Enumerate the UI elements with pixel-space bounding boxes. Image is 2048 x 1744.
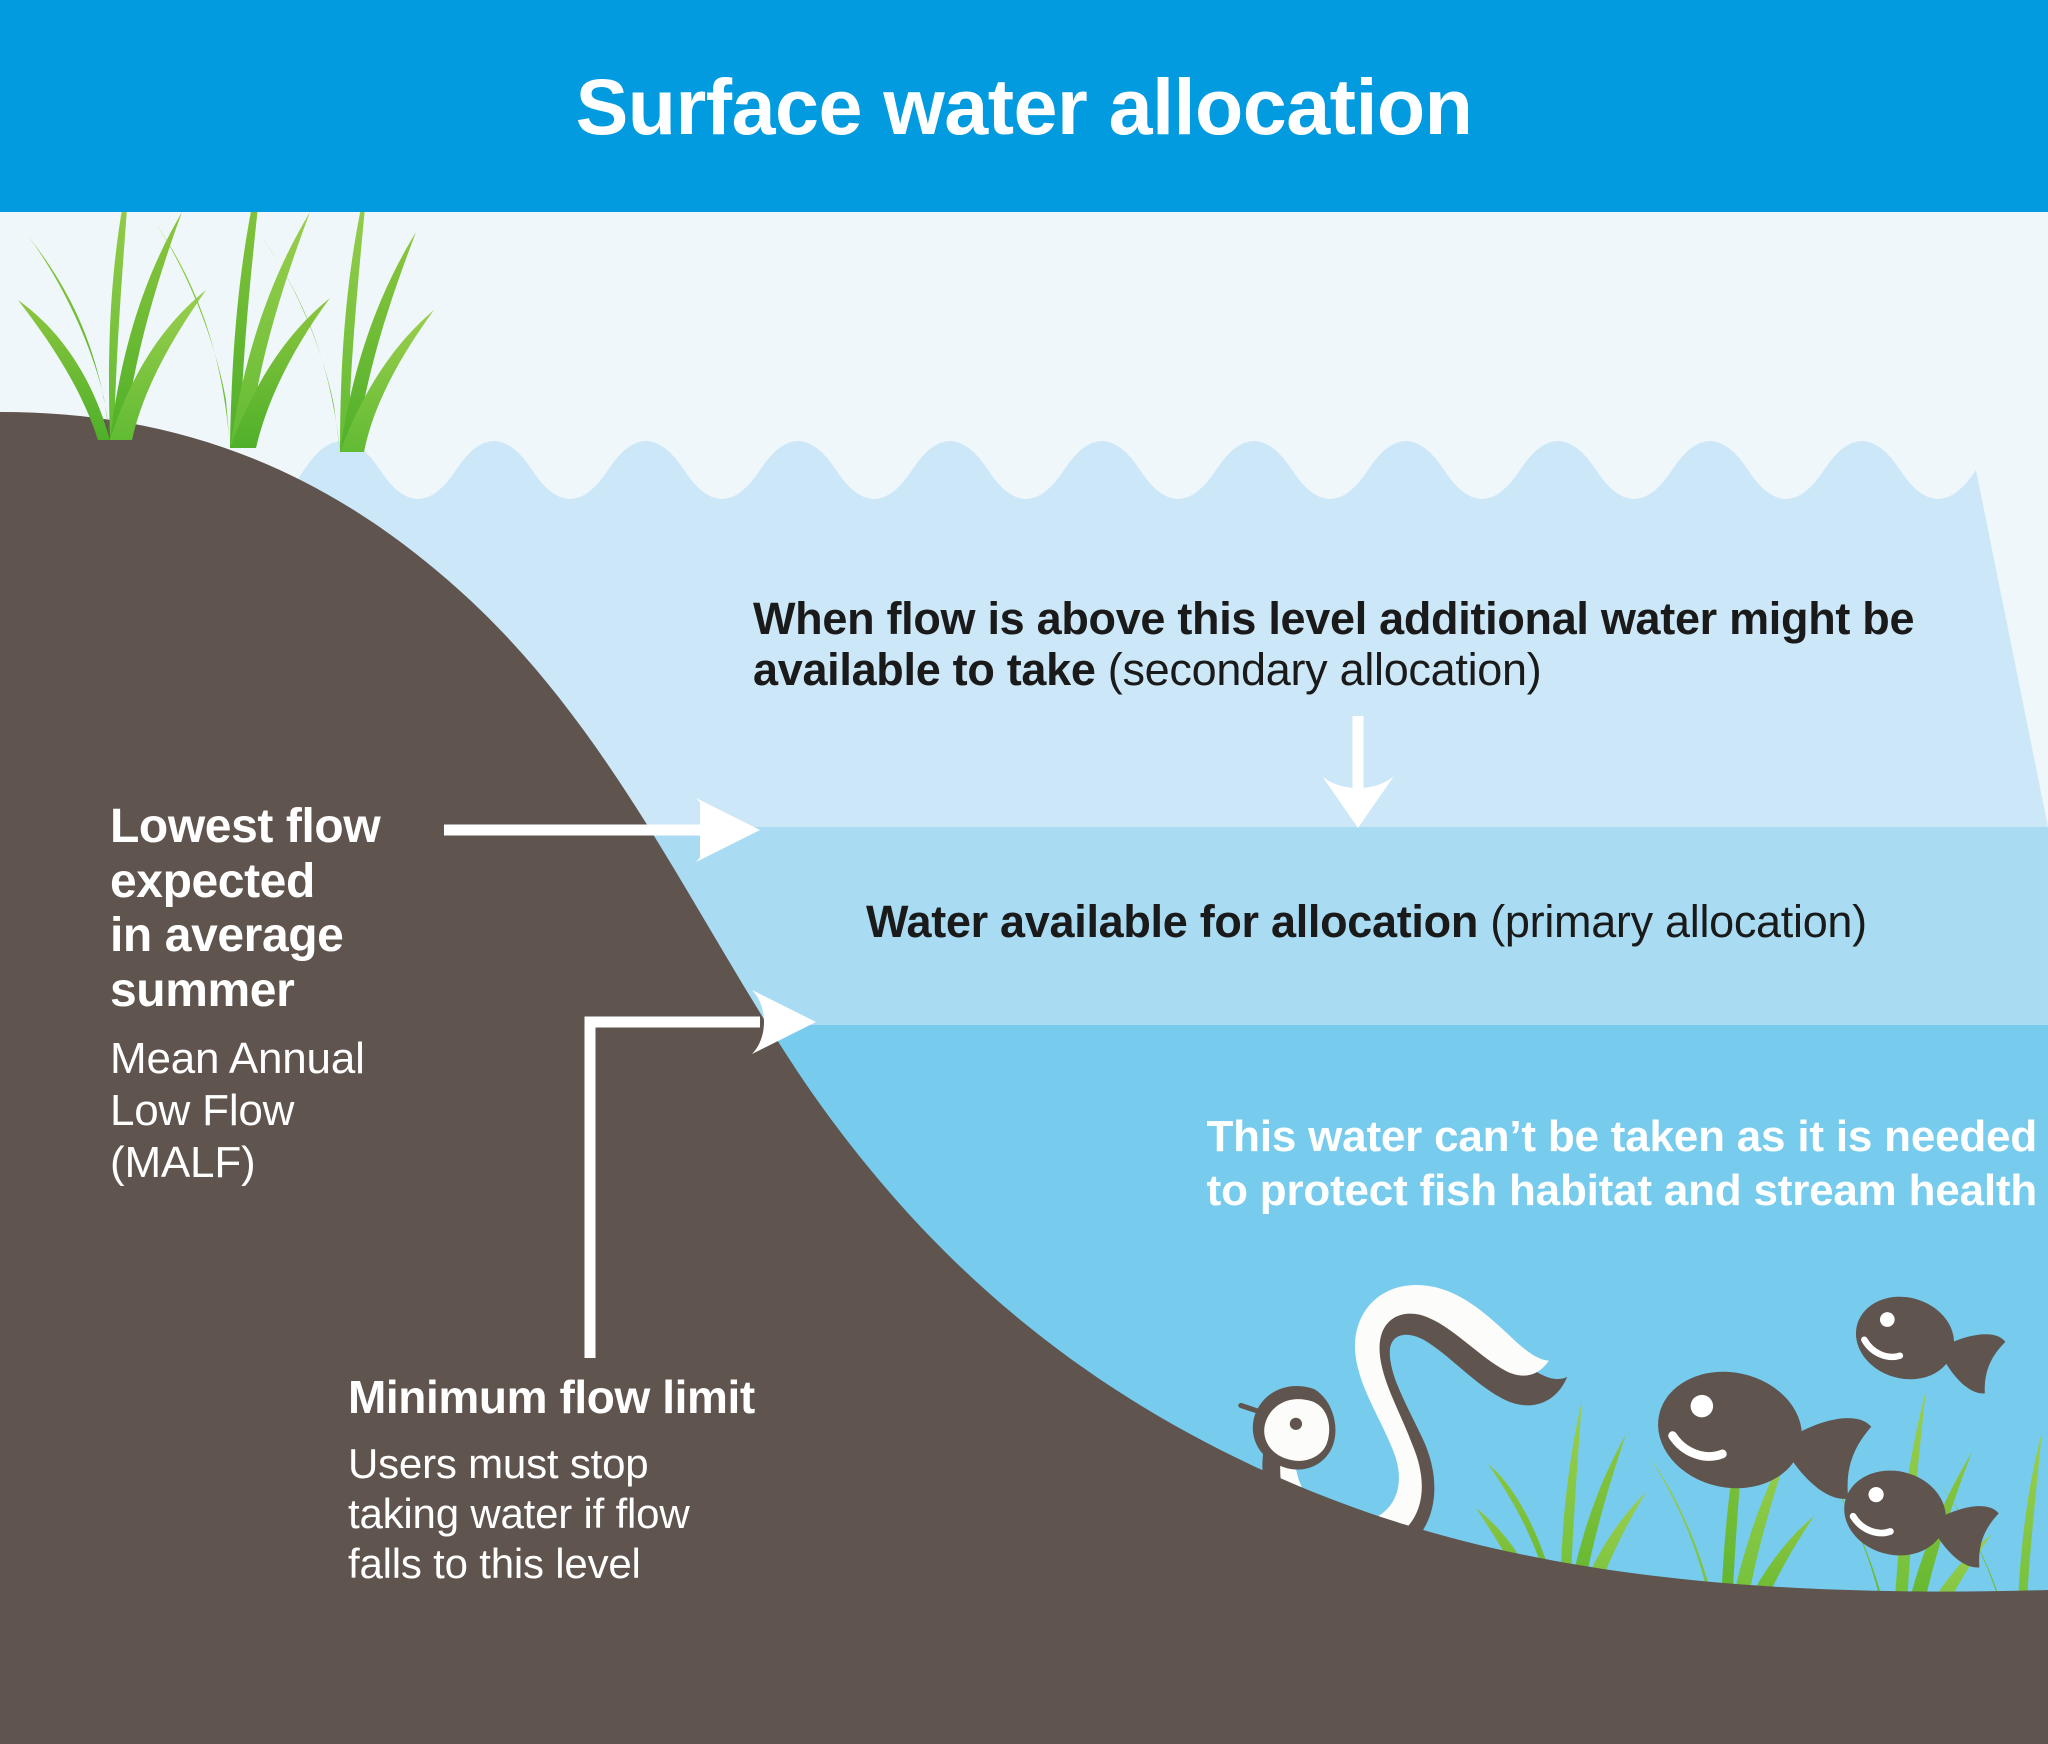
eel-illustration xyxy=(1238,1285,1568,1567)
secondary-allocation-down-arrow xyxy=(1322,716,1394,828)
protected-water-line-1: This water can’t be taken as it is neede… xyxy=(1206,1112,2037,1161)
malf-annotation: Lowest flow expected in average summer M… xyxy=(110,800,540,1189)
fish-3 xyxy=(1844,1470,1999,1568)
minimum-flow-sub-line-3: falls to this level xyxy=(348,1540,641,1588)
secondary-allocation-bold-text: When flow is above this level additional… xyxy=(753,593,1915,695)
minimum-flow-heading: Minimum flow limit xyxy=(348,1371,755,1423)
fish-group xyxy=(1658,1296,2006,1568)
primary-allocation-bold-text: Water available for allocation xyxy=(866,896,1479,947)
minimum-flow-pointer-arrow xyxy=(584,990,816,1358)
primary-allocation-regular-text: (primary allocation) xyxy=(1478,896,1867,947)
page-title: Surface water allocation xyxy=(575,61,1473,151)
secondary-allocation-regular-text: (secondary allocation) xyxy=(1095,643,1542,695)
fish-1 xyxy=(1658,1371,1872,1499)
malf-heading-line-2: expected xyxy=(110,854,315,908)
malf-heading-line-4: summer xyxy=(110,964,295,1018)
malf-subtext: Mean Annual Low Flow (MALF) xyxy=(110,1033,540,1189)
minimum-flow-sub-line-1: Users must stop xyxy=(348,1439,649,1487)
malf-heading-line-3: in average xyxy=(110,909,344,963)
malf-pointer-arrow xyxy=(444,798,760,862)
minimum-flow-subtext: Users must stop taking water if flow fal… xyxy=(348,1439,838,1590)
secondary-allocation-label: When flow is above this level additional… xyxy=(753,593,1963,696)
bank-top-grass-cluster xyxy=(18,152,434,452)
fish-1-eye xyxy=(1690,1394,1714,1418)
stream-bank xyxy=(0,412,2048,1744)
primary-allocation-label: Water available for allocation (primary … xyxy=(866,896,2046,948)
malf-sub-line-2: Low Flow xyxy=(110,1085,295,1135)
fish-2 xyxy=(1855,1296,2006,1394)
malf-sub-line-3: (MALF) xyxy=(110,1137,256,1187)
malf-sub-line-1: Mean Annual xyxy=(110,1033,365,1083)
header-bar: Surface water allocation xyxy=(0,0,2048,212)
minimum-flow-annotation: Minimum flow limit Users must stop takin… xyxy=(348,1372,838,1590)
fish-3-eye xyxy=(1868,1486,1884,1503)
protected-water-label: This water can’t be taken as it is neede… xyxy=(1037,1110,2037,1217)
eel-eye xyxy=(1289,1417,1303,1430)
protected-water-line-2: to protect fish habitat and stream healt… xyxy=(1206,1165,2038,1215)
fish-2-eye xyxy=(1879,1312,1895,1327)
minimum-flow-sub-line-2: taking water if flow xyxy=(348,1489,690,1537)
malf-heading: Lowest flow expected in average summer xyxy=(110,800,540,1019)
malf-heading-line-1: Lowest flow xyxy=(110,800,381,853)
